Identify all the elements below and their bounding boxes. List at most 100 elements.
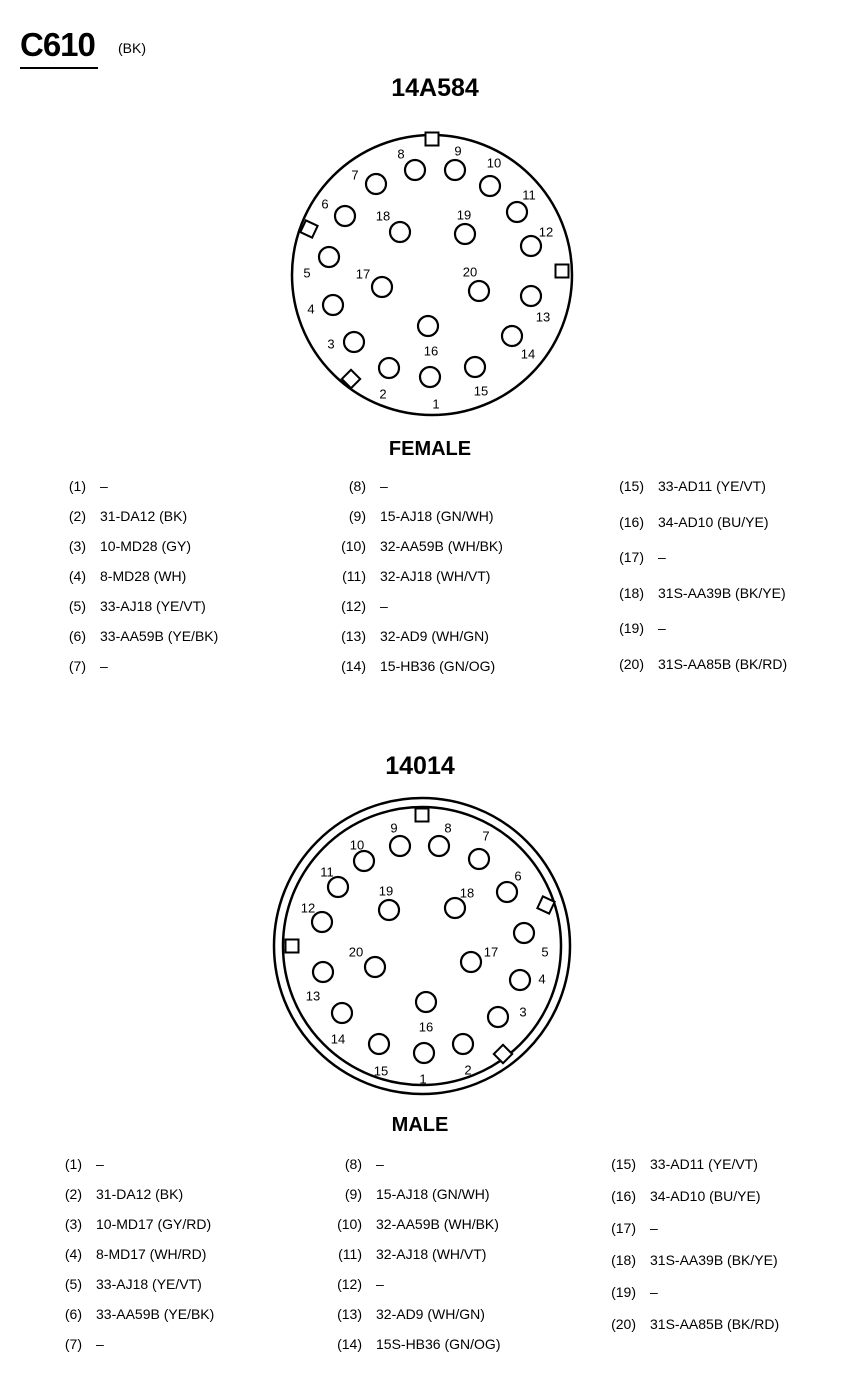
- female-pin-label: 14: [521, 346, 535, 361]
- female-label: FEMALE: [388, 438, 472, 460]
- wire-circuit: 31S-AA39B (BK/YE): [658, 584, 786, 601]
- female-pin-17: [370, 275, 394, 299]
- pin-number: (3): [68, 538, 86, 554]
- pin-number: (16): [611, 1188, 636, 1204]
- female-pin-19: [453, 222, 477, 246]
- female-wire-row: (17)–: [619, 549, 666, 565]
- wire-circuit: 31S-AA85B (BK/RD): [650, 1316, 780, 1332]
- pin-number: (19): [611, 1284, 636, 1300]
- pin-number: (7): [64, 1336, 82, 1352]
- male-key-tab: [492, 1043, 514, 1065]
- female-pin-14: [500, 324, 524, 348]
- wire-circuit: 33-AD11 (YE/VT): [650, 1156, 758, 1172]
- wire-circuit: 32-AD9 (WH/GN): [376, 1306, 485, 1322]
- male-key-tab: [536, 895, 556, 915]
- wire-circuit: 33-AD11 (YE/VT): [658, 478, 766, 494]
- male-pin-label: 18: [460, 885, 474, 900]
- male-pin-label: 17: [484, 944, 498, 959]
- male-pin-10: [352, 849, 376, 873]
- female-pin-label: 19: [457, 207, 471, 222]
- male-pin-label: 6: [514, 868, 521, 883]
- male-pin-label: 3: [519, 1004, 526, 1019]
- pin-number: (1): [68, 478, 86, 494]
- wire-circuit: –: [96, 1156, 104, 1172]
- wire-circuit: 15S-HB36 (GN/OG): [376, 1336, 501, 1352]
- female-pin-label: 12: [539, 224, 553, 239]
- wire-circuit: 33-AJ18 (YE/VT): [100, 598, 206, 614]
- male-wire-row: (10)32-AA59B (WH/BK): [337, 1216, 499, 1232]
- female-wire-row: (16) 34-AD10 (BU/YE): [619, 513, 769, 530]
- female-pin-9: [443, 158, 467, 182]
- female-pin-label: 9: [454, 143, 461, 158]
- female-wire-row: (7)–: [69, 658, 108, 674]
- male-pin-label: 1: [419, 1071, 426, 1086]
- male-wire-row: (13)32-AD9 (WH/GN): [337, 1306, 485, 1322]
- pin-number: (5): [68, 598, 86, 614]
- male-wire-row: (9)15-AJ18 (GN/WH): [345, 1186, 490, 1202]
- female-pin-label: 5: [303, 265, 310, 280]
- wire-circuit: –: [658, 620, 666, 636]
- male-pin-7: [467, 847, 491, 871]
- pin-number: (7): [68, 658, 86, 674]
- female-pin-label: 8: [397, 146, 404, 161]
- female-pin-20: [467, 279, 491, 303]
- female-wire-row: (6)33-AA59B (YE/BK): [69, 628, 219, 644]
- wire-circuit: 32-AD9 (WH/GN): [380, 628, 489, 644]
- connector-id: C610: [20, 26, 96, 63]
- wire-circuit: 33-AA59B (YE/BK): [100, 628, 219, 644]
- wire-circuit: 34-AD10 (BU/YE): [658, 513, 769, 530]
- female-wire-row: (8)–: [349, 478, 388, 494]
- pin-number: (8): [348, 478, 366, 494]
- male-pin-2: [451, 1032, 475, 1056]
- male-key-tab: [284, 938, 300, 954]
- female-pin-8: [403, 158, 427, 182]
- female-wire-row: (11)32-AJ18 (WH/VT): [342, 568, 490, 584]
- wire-circuit: –: [650, 1284, 658, 1300]
- pin-number: (1): [64, 1156, 82, 1172]
- pin-number: (2): [68, 508, 86, 524]
- male-pin-19: [377, 898, 401, 922]
- wire-circuit: 15-HB36 (GN/OG): [380, 658, 496, 674]
- male-label: MALE: [391, 1114, 449, 1136]
- male-pin-13: [311, 960, 335, 984]
- female-wire-row: (3)10-MD28 (GY): [69, 538, 191, 554]
- male-part-number: 14014: [385, 752, 455, 780]
- wire-circuit: –: [658, 549, 666, 565]
- wire-circuit: –: [376, 1156, 384, 1172]
- female-pin-label: 10: [487, 155, 501, 170]
- male-pin-6: [495, 880, 519, 904]
- pin-number: (10): [337, 1216, 362, 1232]
- pin-number: (19): [619, 620, 644, 636]
- connector-color: (BK): [118, 40, 146, 56]
- pin-number: (16): [619, 513, 644, 530]
- female-pin-label: 11: [522, 187, 536, 202]
- male-pin-17: [459, 950, 483, 974]
- male-wire-row: (11)32-AJ18 (WH/VT): [338, 1246, 486, 1262]
- male-pin-20: [363, 955, 387, 979]
- male-wire-row: (7)–: [65, 1336, 104, 1352]
- male-wire-row: (15)33-AD11 (YE/VT): [611, 1156, 758, 1172]
- female-pin-label: 20: [463, 264, 477, 279]
- female-pin-label: 3: [327, 336, 334, 351]
- wire-circuit: 8-MD28 (WH): [100, 568, 187, 584]
- male-pin-11: [326, 875, 350, 899]
- pin-number: (10): [341, 538, 366, 554]
- pin-number: (20): [619, 655, 644, 672]
- wire-circuit: 8-MD17 (WH/RD): [96, 1246, 207, 1262]
- pin-number: (4): [64, 1246, 82, 1262]
- female-wire-row: (13)32-AD9 (WH/GN): [341, 628, 489, 644]
- pin-number: (3): [64, 1216, 82, 1232]
- wire-circuit: 31-DA12 (BK): [96, 1186, 184, 1202]
- female-wire-row: (1)–: [69, 478, 108, 494]
- male-pin-label: 5: [541, 944, 548, 959]
- male-wire-row: (4) 8-MD17 (WH/RD): [65, 1246, 207, 1262]
- female-pin-4: [321, 293, 345, 317]
- wire-circuit: 15-AJ18 (GN/WH): [376, 1186, 490, 1202]
- wire-circuit: 32-AA59B (WH/BK): [380, 538, 503, 554]
- female-pin-label: 6: [321, 196, 328, 211]
- female-wire-row: (18)31S-AA39B (BK/YE): [619, 584, 786, 601]
- male-pin-label: 12: [301, 900, 315, 915]
- male-wire-row: (20)31S-AA85B (BK/RD): [611, 1316, 780, 1332]
- pin-number: (9): [348, 508, 366, 524]
